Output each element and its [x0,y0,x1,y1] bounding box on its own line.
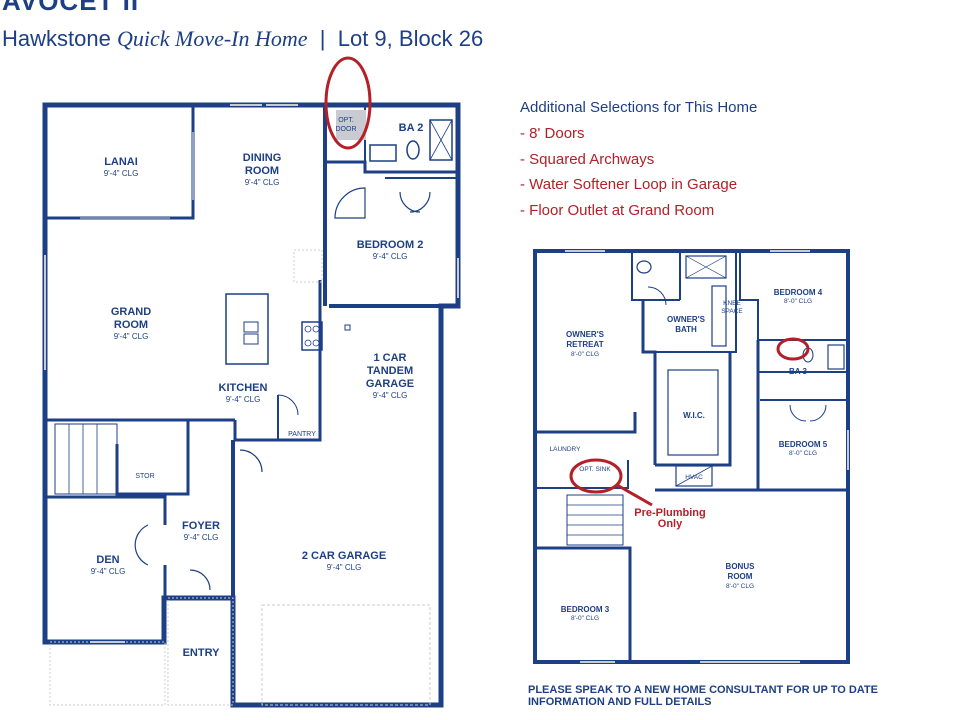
pre-plumbing-label-1: Pre-Plumbing [634,507,706,519]
lot-number: Lot 9, Block 26 [337,26,484,51]
foyer-label: FOYER [182,520,220,532]
stor-label: STOR [135,473,154,480]
opt-door-label-1: OPT. [338,117,354,124]
selections-title: Additional Selections for This Home [520,99,758,116]
bedroom4-ceiling: 8'-0" CLG [784,298,812,305]
opt-door-highlight [324,56,372,150]
home-subtitle: Hawkstone Quick Move-In Home | Lot 9, Bl… [2,26,483,52]
laundry-label: LAUNDRY [550,446,582,453]
selection-item: - 8' Doors [520,125,585,142]
disclaimer: PLEASE SPEAK TO A NEW HOME CONSULTANT FO… [528,684,948,708]
garage2-label: 2 CAR GARAGE [302,550,386,562]
owners-retreat-label-2: RETREAT [566,340,603,349]
bonus-ceiling: 8'-0" CLG [726,583,754,590]
bonus-label-2: ROOM [728,572,753,581]
selection-item: - Squared Archways [520,150,655,168]
selection-item: - Floor Outlet at Grand Room [520,201,715,219]
bedroom3-ceiling: 8'-0" CLG [571,615,599,622]
pre-plumbing-pointer [616,483,653,507]
ba3-highlight [776,337,810,361]
hvac-label: HVAC [685,474,703,481]
dining-label-2: ROOM [245,165,279,177]
opt-sink-highlight [569,458,623,494]
garage-door [261,604,431,706]
bedroom2-ceiling: 9'-4" CLG [373,252,408,261]
ba2-vanity [369,144,397,162]
hvac-box [675,465,713,487]
den-ceiling: 9'-4" CLG [91,567,126,576]
dining-label-1: DINING [243,152,282,164]
kitchen-label: KITCHEN [219,382,268,394]
garage2-ceiling: 9'-4" CLG [327,563,362,572]
first-floor-outer-wall [42,102,461,708]
den-wall [45,495,167,525]
bedroom5-ceiling: 8'-0" CLG [789,450,817,457]
first-floor-labels: LANAI 9'-4" CLG DINING ROOM 9'-4" CLG OP… [91,117,424,659]
windows [44,104,459,643]
dining-ceiling: 9'-4" CLG [245,178,280,187]
tandem-label-1: 1 CAR [373,352,406,364]
pre-plumbing-label-2: Only [658,518,683,530]
pantry-label: PANTRY [288,431,316,438]
owners-retreat-ceiling: 8'-0" CLG [571,351,599,358]
model-name: AVOCET II [2,0,140,16]
stairs [54,423,118,495]
community-name: Hawkstone [2,26,111,51]
grand-room-label-2: ROOM [114,319,148,331]
ba2-shower [429,119,453,161]
tandem-label-3: GARAGE [366,378,414,390]
foyer-ceiling: 9'-4" CLG [184,533,219,542]
tandem-label-2: TANDEM [367,365,413,377]
owners-shower [685,255,727,279]
owners-retreat-label-1: OWNER'S [566,330,605,339]
disclaimer-line-2: INFORMATION AND FULL DETAILS [528,696,712,708]
opt-sink-label: OPT. SINK [579,466,611,473]
tandem-ceiling: 9'-4" CLG [373,391,408,400]
ba2-label: BA 2 [399,122,424,134]
home-type: Quick Move-In Home [116,26,308,51]
grand-room-ceiling: 9'-4" CLG [114,332,149,341]
ba3-label: BA 3 [789,367,807,376]
kitchen-ceiling: 9'-4" CLG [226,395,261,404]
disclaimer-line-1: PLEASE SPEAK TO A NEW HOME CONSULTANT FO… [528,684,878,696]
opt-door-label-2: DOOR [336,126,357,133]
title-separator: | [319,26,326,51]
bedroom2-label: BEDROOM 2 [357,239,424,251]
grand-room-label-1: GRAND [111,306,151,318]
knee-space-label-2: SPACE [721,308,743,315]
second-floor-outer-wall [533,249,850,664]
lanai-ceiling: 9'-4" CLG [104,169,139,178]
first-floor-plan [42,102,461,708]
den-label: DEN [96,554,119,566]
upper-stairs [566,494,624,546]
entry-label: ENTRY [183,647,221,659]
wic-label: W.I.C. [683,411,705,420]
entry-porch [167,597,234,706]
ba3-tub [827,344,845,370]
second-floor-labels: OWNER'S RETREAT 8'-0" CLG OWNER'S BATH K… [550,288,828,622]
selection-item: - Water Softener Loop in Garage [520,176,738,193]
bonus-label-1: BONUS [726,562,756,571]
kitchen-island [225,293,269,365]
bedroom4-label: BEDROOM 4 [774,288,823,297]
owners-bath-label-2: BATH [675,325,697,334]
lanai-label: LANAI [104,156,138,168]
bedroom5-label: BEDROOM 5 [779,440,828,449]
second-floor-plan [533,249,850,664]
owners-bath-label-1: OWNER'S [667,315,706,324]
knee-space-label-1: KNEE [723,300,741,307]
bedroom3-label: BEDROOM 3 [561,605,610,614]
selections-list: - 8' Doors - Squared Archways - Water So… [520,124,737,226]
